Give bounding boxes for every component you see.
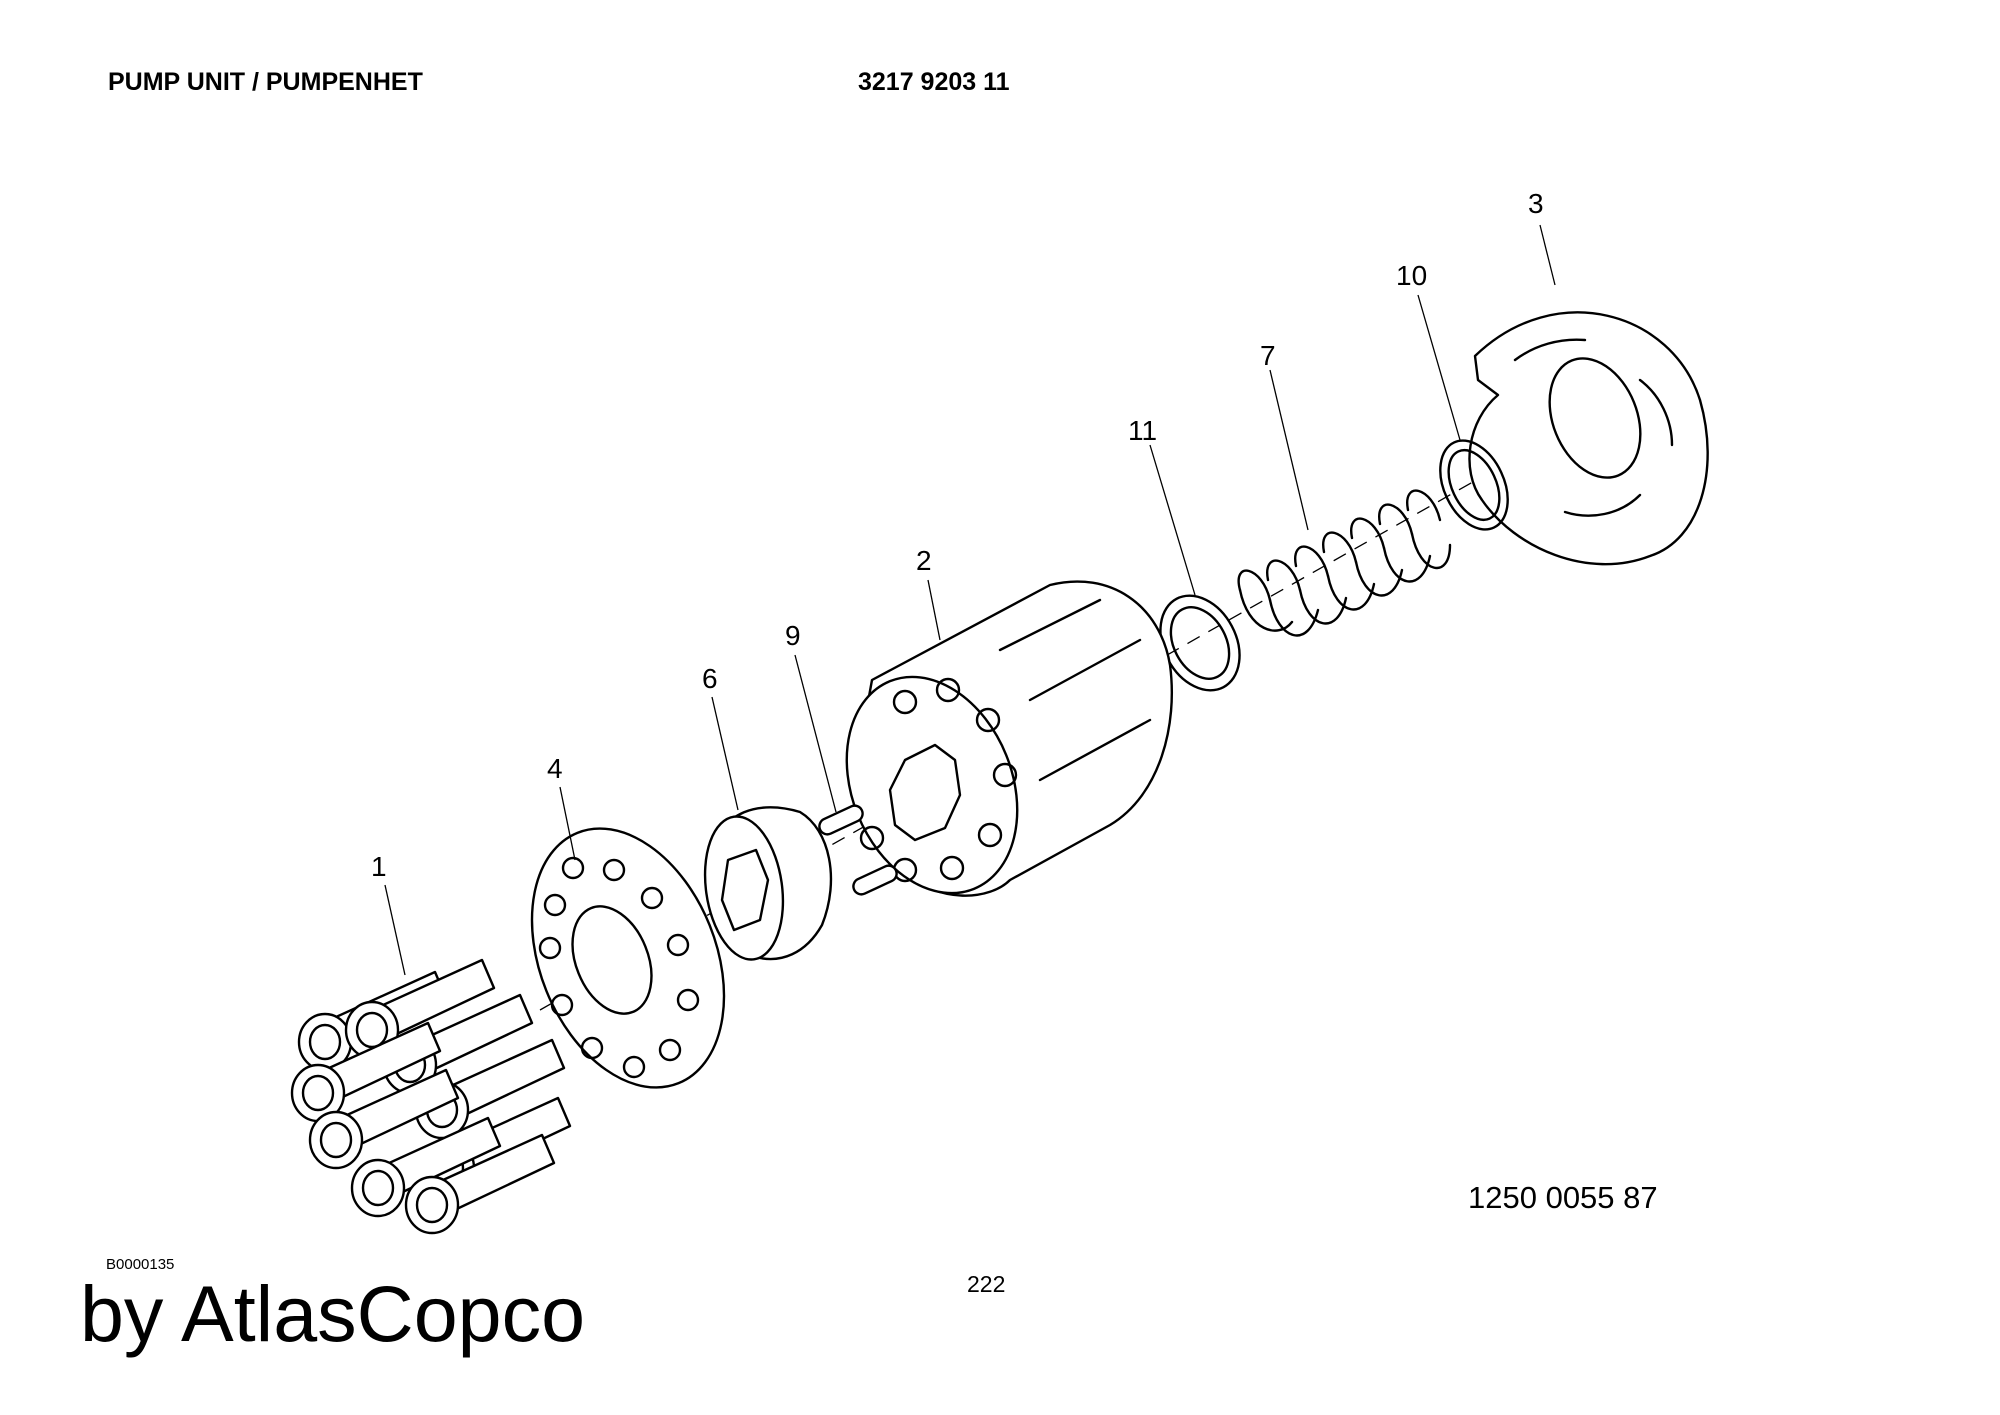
spring-part-7	[1237, 489, 1452, 637]
callout-3: 3	[1528, 188, 1544, 219]
port-plate-part-3	[1468, 311, 1709, 566]
callout-2: 2	[916, 545, 932, 576]
retainer-plate-part-4	[530, 827, 726, 1089]
brand-footer: by AtlasCopco	[80, 1269, 586, 1358]
pins-part-9	[818, 804, 898, 896]
document-code: B0000135	[106, 1256, 175, 1273]
snap-ring-part-10	[1439, 439, 1509, 531]
cylinder-block-part-2	[845, 580, 1174, 897]
callout-1: 1	[371, 851, 387, 882]
callout-9: 9	[785, 620, 801, 651]
page-title: PUMP UNIT / PUMPENHET	[108, 68, 423, 96]
callout-11: 11	[1128, 415, 1157, 446]
drawing-number: 1250 0055 87	[1468, 1180, 1658, 1215]
callout-6: 6	[702, 663, 718, 694]
callout-10: 10	[1396, 260, 1427, 291]
piston-set-part-1	[290, 958, 572, 1235]
callout-4: 4	[547, 753, 563, 784]
spherical-bushing-part-6	[703, 806, 833, 961]
leader-lines	[384, 224, 1556, 976]
callout-7: 7	[1260, 340, 1276, 371]
page-number: 222	[967, 1271, 1006, 1297]
part-number: 3217 9203 11	[858, 68, 1010, 96]
